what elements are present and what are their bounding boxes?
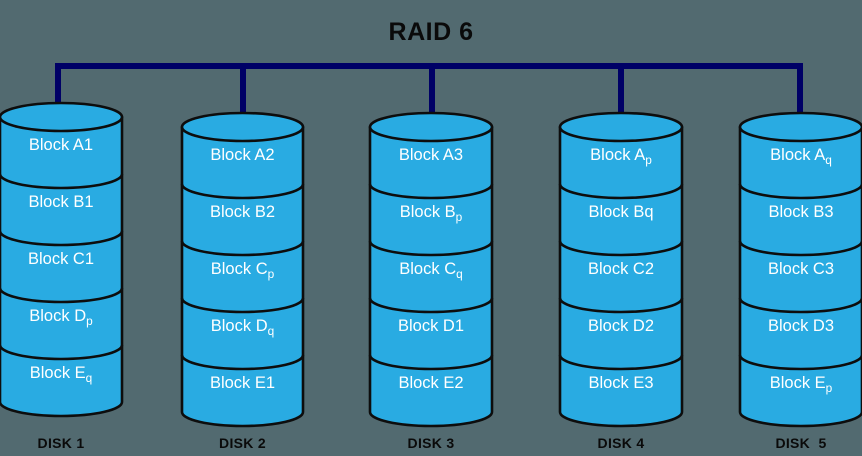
disk-name-label-1: DISK 1 [37,435,85,451]
block-label: Block E3 [588,373,654,392]
band-separator [0,173,124,190]
block-label: Block D3 [767,316,835,335]
block-label: Block D1 [397,316,465,335]
block-label: Block Cq [399,259,463,281]
block-label: Block Cp [210,259,275,281]
connector-drop-disk-5 [797,63,803,127]
band-separator [180,297,305,314]
disk-name-label-4: DISK 4 [597,435,645,451]
band-separator [738,354,862,371]
block-label: Block Aq [770,145,832,167]
disk-cylinder-3[interactable] [368,111,494,428]
block-label: Block C2 [587,259,655,278]
block-label: Block Ap [590,145,652,167]
cylinder-top-cap [180,111,305,143]
band-separator [180,183,305,200]
disk-name-label-3: DISK 3 [407,435,455,451]
cylinder-body [180,125,305,428]
block-label: Block Bp [399,202,463,224]
block-label: Block A3 [398,145,464,164]
block-label: Block E2 [398,373,464,392]
block-label: Block Dq [210,316,275,338]
band-separator [0,344,124,361]
block-label: Block B3 [768,202,834,221]
band-separator [0,230,124,247]
block-label: Block Dp [29,306,93,328]
connector-drop-disk-3 [429,63,435,127]
block-label: Block C3 [767,259,835,278]
band-separator [738,297,862,314]
block-label: Block B2 [209,202,276,221]
connector-drop-disk-4 [618,63,624,127]
block-label: Block A1 [28,135,94,154]
block-label: Block D2 [587,316,655,335]
cylinder-top-cap [0,101,124,133]
connector-bus [55,63,803,127]
disk-cylinder-5[interactable] [738,111,862,428]
block-label: Block Bq [588,202,654,221]
band-separator [368,354,494,371]
band-separator [180,240,305,257]
block-label: Block Ep [769,373,833,395]
page-title: RAID 6 [388,18,474,46]
cylinder-top-cap [738,111,862,143]
connector-drop-disk-2 [240,63,246,127]
disk-cylinders [0,101,862,428]
connector-drop-disk-1 [55,63,61,117]
band-separator [558,240,684,257]
block-label: Block E1 [209,373,276,392]
disk-name-label-5: DISK 5 [775,435,827,451]
disk-cylinder-1[interactable] [0,101,124,418]
block-label: Block A2 [210,145,275,164]
band-separator [738,183,862,200]
band-separator [0,287,124,304]
band-separator [558,354,684,371]
band-separator [368,297,494,314]
band-separator [558,297,684,314]
disk-name-label-2: DISK 2 [219,435,266,451]
cylinder-top-cap [368,111,494,143]
block-label: Block B1 [28,192,94,211]
band-separator [368,183,494,200]
disk-cylinder-2[interactable] [180,111,305,428]
band-separator [738,240,862,257]
cylinder-body [0,115,124,418]
band-separator [558,183,684,200]
disk-cylinder-4[interactable] [558,111,684,428]
block-label: Block Eq [29,363,93,385]
band-separator [180,354,305,371]
block-label: Block C1 [27,249,95,268]
cylinder-top-cap [558,111,684,143]
cylinder-body [558,125,684,428]
cylinder-body [368,125,494,428]
band-separator [368,240,494,257]
cylinder-body [738,125,862,428]
